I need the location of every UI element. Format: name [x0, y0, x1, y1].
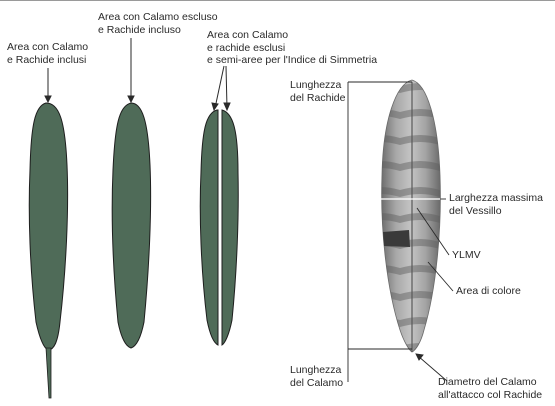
feather-1-vane — [29, 103, 67, 350]
feather-2-vane — [112, 103, 150, 348]
feather-split-halves — [200, 110, 238, 345]
feather-1-calamus — [46, 348, 51, 398]
color-patch — [383, 230, 410, 247]
label-calamus-length: Lunghezza del Calamo — [290, 364, 343, 389]
feather-3-left-half — [200, 110, 218, 345]
feather-3-right-half — [222, 110, 238, 345]
label-area-full: Area con Calamo e Rachide inclusi — [7, 41, 88, 66]
label-area-no-calamus: Area con Calamo escluso e Rachide inclus… — [98, 11, 218, 36]
label-vane-width: Larghezza massima del Vessillo — [449, 192, 543, 217]
label-color-area: Area di colore — [456, 285, 521, 298]
label-ylmv: YLMV — [452, 249, 481, 262]
xray-bars — [380, 80, 442, 352]
xray-feather — [378, 80, 446, 352]
label-calamus-diameter: Diametro del Calamo all'attacco col Rach… — [438, 376, 542, 401]
label-area-symmetry: Area con Calamo e rachide esclusi e semi… — [207, 29, 377, 67]
label-rachis-length: Lunghezza del Rachide — [290, 79, 345, 104]
feather-full-area — [29, 103, 67, 398]
